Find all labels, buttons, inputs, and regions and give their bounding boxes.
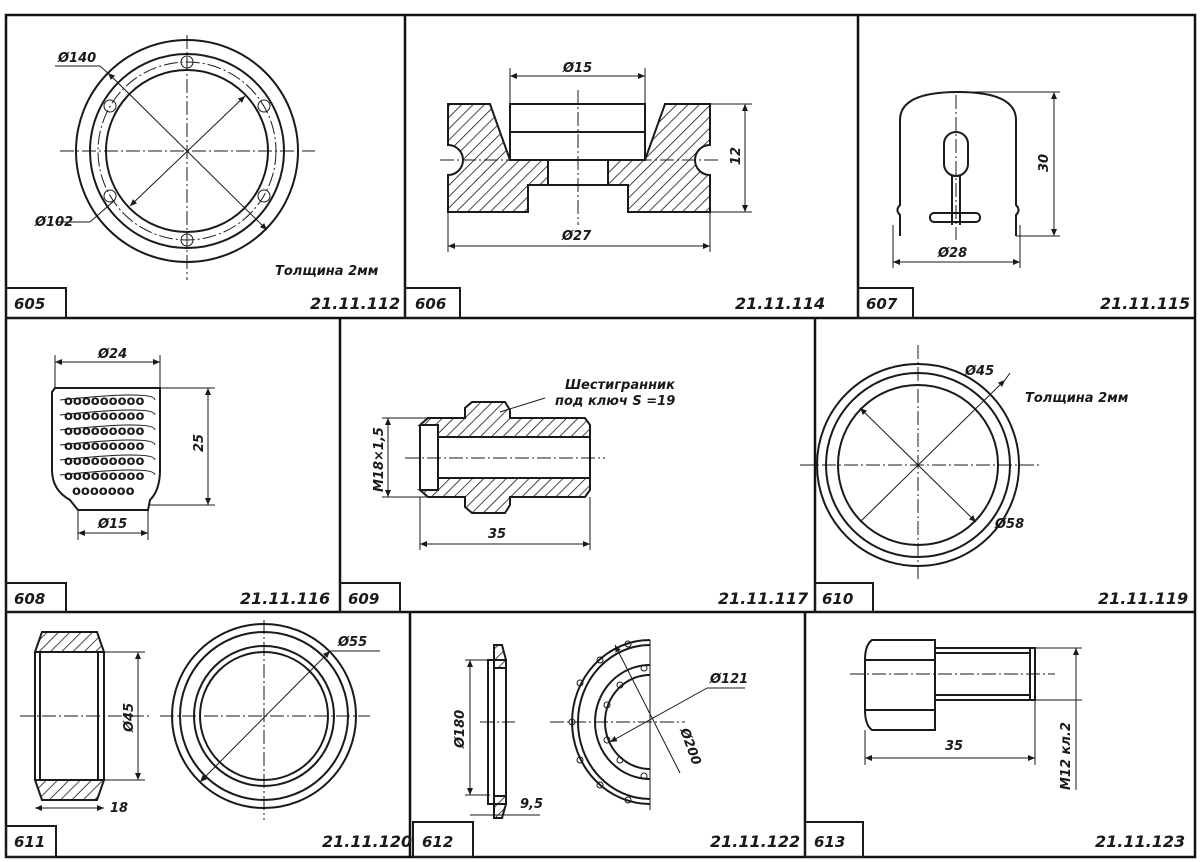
note-hexagon-line2: под ключ S =19 [555,394,675,409]
part-code: 21.11.119 [1098,589,1188,608]
svg-text:ooooooooo: ooooooooo [64,394,144,409]
panel-607: 607 21.11.115 30 Ø28 [857,90,1190,319]
panel-605: 605 21.11.112 Ø140 Ø102 Толщина 2мм [5,35,400,319]
dim-label: Ø58 [994,517,1024,532]
dim-label: M18×1,5 [372,427,387,492]
dim-label: Ø180 [453,710,468,749]
dim-label: Ø121 [709,672,748,687]
dim-label: Ø24 [97,347,127,362]
dim-label: Ø102 [34,215,73,230]
note-hexagon-line1: Шестигранник [565,378,676,393]
svg-text:ooooooooo: ooooooooo [64,409,144,424]
dim-label: 9,5 [520,797,543,812]
dim-label: Ø140 [57,51,96,66]
dim-label: 35 [945,739,963,754]
part-code: 21.11.112 [310,294,400,313]
dim-label: 12 [729,147,744,165]
svg-text:ooooooooo: ooooooooo [64,439,144,454]
dim-label: Ø45 [122,703,137,733]
panel-613: 613 21.11.123 35 M12 кл.2 [804,639,1185,858]
part-code: 21.11.122 [710,832,800,851]
knurling-pattern: ooooooooo ooooooooo ooooooooo ooooooooo … [64,394,144,499]
dim-label: Ø200 [676,725,703,767]
svg-text:ooooooooo: ooooooooo [64,469,144,484]
part-number: 613 [814,833,845,851]
note-thickness: Толщина 2мм [1025,391,1129,406]
sheet-grid [4,13,1197,859]
dim-label: Ø55 [337,635,367,650]
part-code: 21.11.115 [1100,294,1190,313]
part-number: 607 [866,295,898,313]
dim-label: Ø15 [562,61,592,76]
svg-text:ooooooo: ooooooo [72,484,135,499]
dim-label: 25 [192,434,207,452]
dim-label: Ø27 [561,229,592,244]
dim-label: M12 кл.2 [1059,722,1074,790]
part-number: 611 [14,833,45,851]
part-number: 608 [14,590,45,608]
panel-611: 611 21.11.120 Ø45 18 Ø55 [5,620,412,858]
dim-label: 18 [110,801,128,816]
panel-606: 606 21.11.114 Ø15 12 Ø27 [404,61,825,319]
dim-label: Ø45 [964,364,994,379]
part-code: 21.11.116 [240,589,330,608]
part-number: 605 [14,295,45,313]
part-number: 606 [415,295,446,313]
dim-label: Ø28 [937,246,967,261]
dim-label: 35 [488,527,506,542]
part-number: 610 [822,590,853,608]
part-number: 609 [348,590,379,608]
svg-text:ooooooooo: ooooooooo [64,454,144,469]
panel-608: 608 21.11.116 ooooooooo ooooooooo oooooo… [5,347,330,613]
panel-612: 612 21.11.122 Ø180 9,5 Ø121 Ø200 [412,639,800,858]
part-code: 21.11.123 [1095,832,1185,851]
note-thickness: Толщина 2мм [275,264,379,279]
svg-text:ooooooooo: ooooooooo [64,424,144,439]
panel-609: 609 21.11.117 M18×1,5 35 Шестигранник по… [339,378,809,613]
part-number: 612 [422,833,453,851]
part-code: 21.11.114 [735,294,825,313]
panel-610: 610 21.11.119 Ø45 Ø58 Толщина 2мм [800,345,1188,613]
dim-label: Ø15 [97,517,127,532]
part-code: 21.11.120 [322,832,412,851]
dim-label: 30 [1037,154,1052,172]
part-code: 21.11.117 [718,589,809,608]
